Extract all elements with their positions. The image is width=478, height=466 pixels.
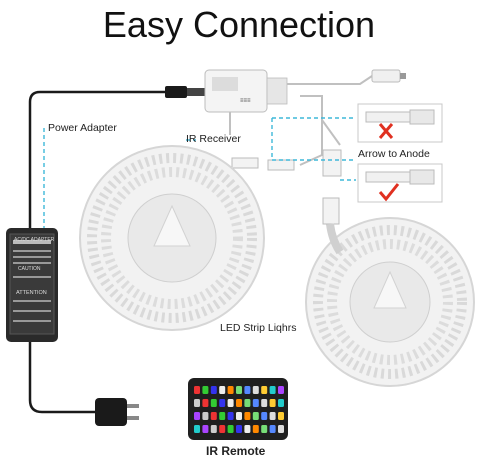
remote-button (194, 425, 200, 433)
ir-receiver-icon: ≡≡≡ (204, 69, 288, 113)
remote-button (269, 412, 276, 420)
remote-button (210, 412, 217, 420)
remote-button (236, 412, 242, 420)
remote-button (227, 386, 234, 394)
adapter-attention: ATTENTION (16, 290, 47, 296)
remote-button (261, 386, 268, 394)
remote-button (269, 386, 276, 394)
power-adapter-icon (6, 228, 58, 342)
remote-button (261, 425, 268, 433)
correct-inset (357, 163, 443, 203)
connector-a (231, 157, 259, 169)
label-ir-receiver: IR Receiver (186, 133, 241, 145)
label-power-adapter: Power Adapter (48, 122, 117, 134)
label-arrow-to-anode: Arrow to Anode (358, 148, 430, 160)
remote-button (219, 425, 226, 433)
remote-button (210, 425, 217, 433)
dashed-guides (43, 117, 356, 228)
adapter-caution: CAUTION (18, 266, 41, 272)
connector-b (267, 159, 295, 171)
led-reel-icon (79, 145, 265, 331)
check-mark-icon (378, 183, 400, 202)
remote-button (219, 412, 226, 420)
remote-button (269, 425, 276, 433)
remote-button (227, 399, 234, 407)
remote-button (194, 412, 200, 420)
diagram-title: Easy Connection (102, 4, 376, 45)
connector-icon (371, 69, 406, 83)
remote-button (194, 386, 200, 394)
remote-button (236, 386, 242, 394)
strip-tail (326, 223, 344, 255)
label-led-strip: LED Strip Liqhrs (220, 322, 297, 334)
remote-button (252, 399, 259, 407)
remote-button (252, 425, 259, 433)
remote-button (244, 412, 251, 420)
wrong-inset (357, 103, 443, 143)
remote-button (244, 425, 251, 433)
receiver-output-wire (287, 75, 373, 85)
plug-icon (95, 398, 139, 426)
ir-remote-icon (188, 378, 288, 440)
led-reel-icon-2 (305, 217, 475, 387)
connector-d (322, 197, 340, 225)
remote-button (261, 412, 268, 420)
remote-button (236, 425, 242, 433)
dc-plug-icon (165, 86, 205, 98)
connector-c (322, 149, 342, 177)
remote-button (278, 425, 284, 433)
remote-button (236, 399, 242, 407)
remote-button (202, 386, 209, 394)
remote-button (278, 412, 284, 420)
remote-button (244, 399, 251, 407)
plug-cable (28, 342, 95, 414)
label-ir-remote: IR Remote (206, 444, 266, 458)
remote-button (202, 425, 209, 433)
remote-button (252, 386, 259, 394)
power-cable (28, 90, 165, 228)
remote-button (252, 412, 259, 420)
cross-mark-icon (378, 123, 394, 139)
remote-button (194, 399, 200, 407)
splitter-wire-2 (321, 119, 341, 146)
splitter-wire (299, 95, 323, 166)
remote-button (202, 399, 209, 407)
remote-button (269, 399, 276, 407)
remote-button (219, 399, 226, 407)
remote-button (219, 386, 226, 394)
remote-button (227, 412, 234, 420)
remote-button (202, 412, 209, 420)
remote-button (261, 399, 268, 407)
remote-button (227, 425, 234, 433)
remote-button (210, 386, 217, 394)
svg-text:≡≡≡: ≡≡≡ (240, 98, 251, 104)
remote-button (244, 386, 251, 394)
adapter-brand: AC/DC ADAPTER (14, 237, 55, 243)
remote-button (278, 399, 284, 407)
remote-button (278, 386, 284, 394)
remote-button (210, 399, 217, 407)
